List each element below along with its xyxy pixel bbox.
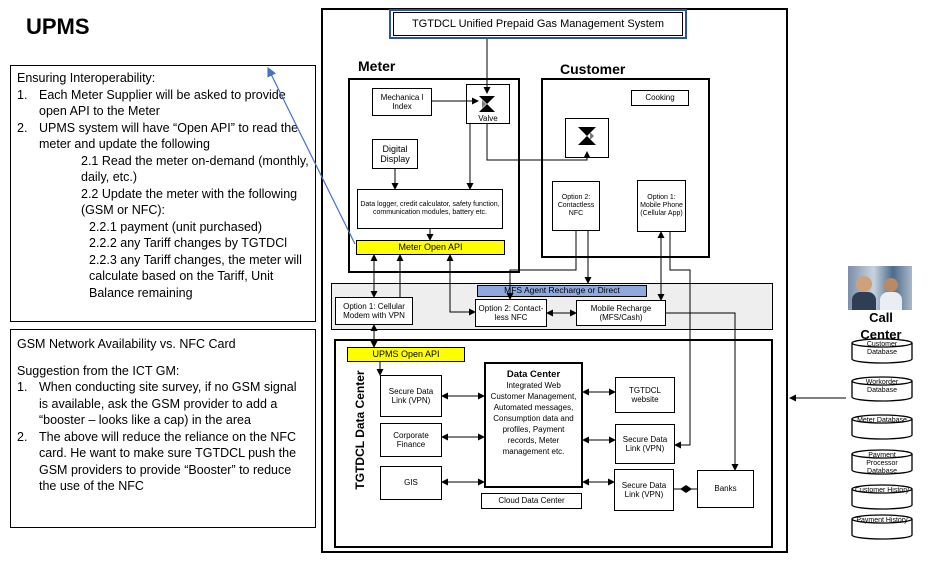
interop-sub-2-2: 2.2 Update the meter with the following … [81, 186, 298, 218]
interop-heading: Ensuring Interoperability: [17, 71, 156, 85]
interoperability-notes: Ensuring Interoperability: 1. Each Meter… [10, 65, 316, 322]
database-label: Payment Processor Database [866, 452, 898, 475]
interop-item-1: 1. Each Meter Supplier will be asked to … [17, 87, 286, 119]
banks-box: Banks [697, 470, 754, 508]
call-center-photo [848, 266, 912, 310]
interop-sub-2-2-1: 2.2.1 payment (unit purchased) [89, 219, 263, 234]
api-to-nfc [446, 254, 476, 316]
data-center-box [484, 362, 583, 488]
cloud-data-center-box: Cloud Data Center [481, 493, 582, 509]
meter-valve-icon [479, 96, 495, 112]
data-center-body: Integrated Web Customer Management, Auto… [490, 381, 577, 456]
custnfc-to-nfc [506, 231, 577, 300]
valve-label: Valve [478, 114, 498, 123]
database-icon [851, 338, 913, 364]
cellular-modem-box: Option 1: Cellular Modem with VPN [335, 297, 413, 325]
database-cylinder: Customer History [851, 484, 913, 510]
page-title: UPMS [26, 14, 90, 39]
agent-body-icon [852, 292, 876, 310]
mfs-banner: MFS Agent Recharge or Direct [477, 285, 647, 297]
diamond-connector [680, 485, 692, 493]
gsm-item-1: 1. When conducting site survey, if no GS… [17, 380, 297, 427]
interop-arrow [267, 66, 356, 245]
recharge-to-banks [666, 312, 739, 471]
agent-figure-icon-2 [884, 278, 898, 292]
cooking-box: Cooking [631, 90, 689, 106]
mechanical-index-box: Mechanica l Index [372, 88, 432, 116]
database-cylinder: Payment History [851, 514, 913, 540]
contactless-nfc-box: Option 2: Contact-less NFC [475, 299, 547, 327]
database-label: Meter Database [857, 417, 907, 424]
secure-link-3: Secure Data Link (VPN) [614, 469, 674, 511]
database-icon [851, 414, 913, 440]
customer-title: Customer [560, 61, 626, 77]
option2-nfc-box: Option 2: Contactless NFC [552, 181, 600, 231]
gsm-item-2: 2. The above will reduce the reliance on… [17, 429, 297, 494]
data-logger-box: Data logger, credit calculator, safety f… [357, 189, 503, 229]
database-cylinder: Meter Database [851, 414, 913, 440]
system-banner: TGTDCL Unified Prepaid Gas Management Sy… [389, 9, 687, 39]
customer-valve-icon [578, 127, 596, 145]
meter-title: Meter [358, 58, 396, 74]
mobile-recharge-box: Mobile Recharge (MFS/Cash) [576, 300, 666, 326]
database-cylinder: Customer Database [851, 338, 913, 364]
valve-to-customer [486, 124, 591, 161]
database-icon [851, 514, 913, 540]
gsm-lead: Suggestion from the ICT GM: [17, 363, 180, 378]
gsm-notes: GSM Network Availability vs. NFC Card Su… [10, 329, 316, 528]
agent-figure-icon [856, 276, 872, 292]
interop-item-2: 2. UPMS system will have “Open API” to r… [17, 120, 299, 152]
database-label: Customer History [854, 487, 910, 494]
database-icon [851, 376, 913, 402]
database-label: Customer Database [866, 341, 898, 356]
database-label: Workorder Database [865, 379, 899, 394]
interop-sub-2-2-2: 2.2.2 any Tariff changes by TGTDCl [89, 236, 288, 250]
database-label: Payment History [856, 517, 908, 524]
data-center-title: Data Center [506, 369, 561, 380]
digital-display-box: Digital Display [372, 139, 418, 169]
mobile-to-recharge-2 [669, 232, 691, 449]
database-cylinder: Workorder Database [851, 376, 913, 402]
interop-sub-2-2-3: 2.2.3 any Tariff changes, the meter will… [89, 252, 302, 300]
upms-open-api: UPMS Open API [347, 347, 465, 362]
database-icon [851, 484, 913, 510]
call-center-label: Call Center [860, 310, 902, 342]
interop-sub-2-1: 2.1 Read the meter on-demand (monthly, d… [81, 153, 309, 185]
database-icon [851, 449, 913, 475]
customer-section [541, 78, 710, 258]
gsm-heading: GSM Network Availability vs. NFC Card [17, 337, 236, 351]
database-cylinder: Payment Processor Database [851, 449, 913, 475]
agent-body-icon-2 [880, 292, 902, 310]
